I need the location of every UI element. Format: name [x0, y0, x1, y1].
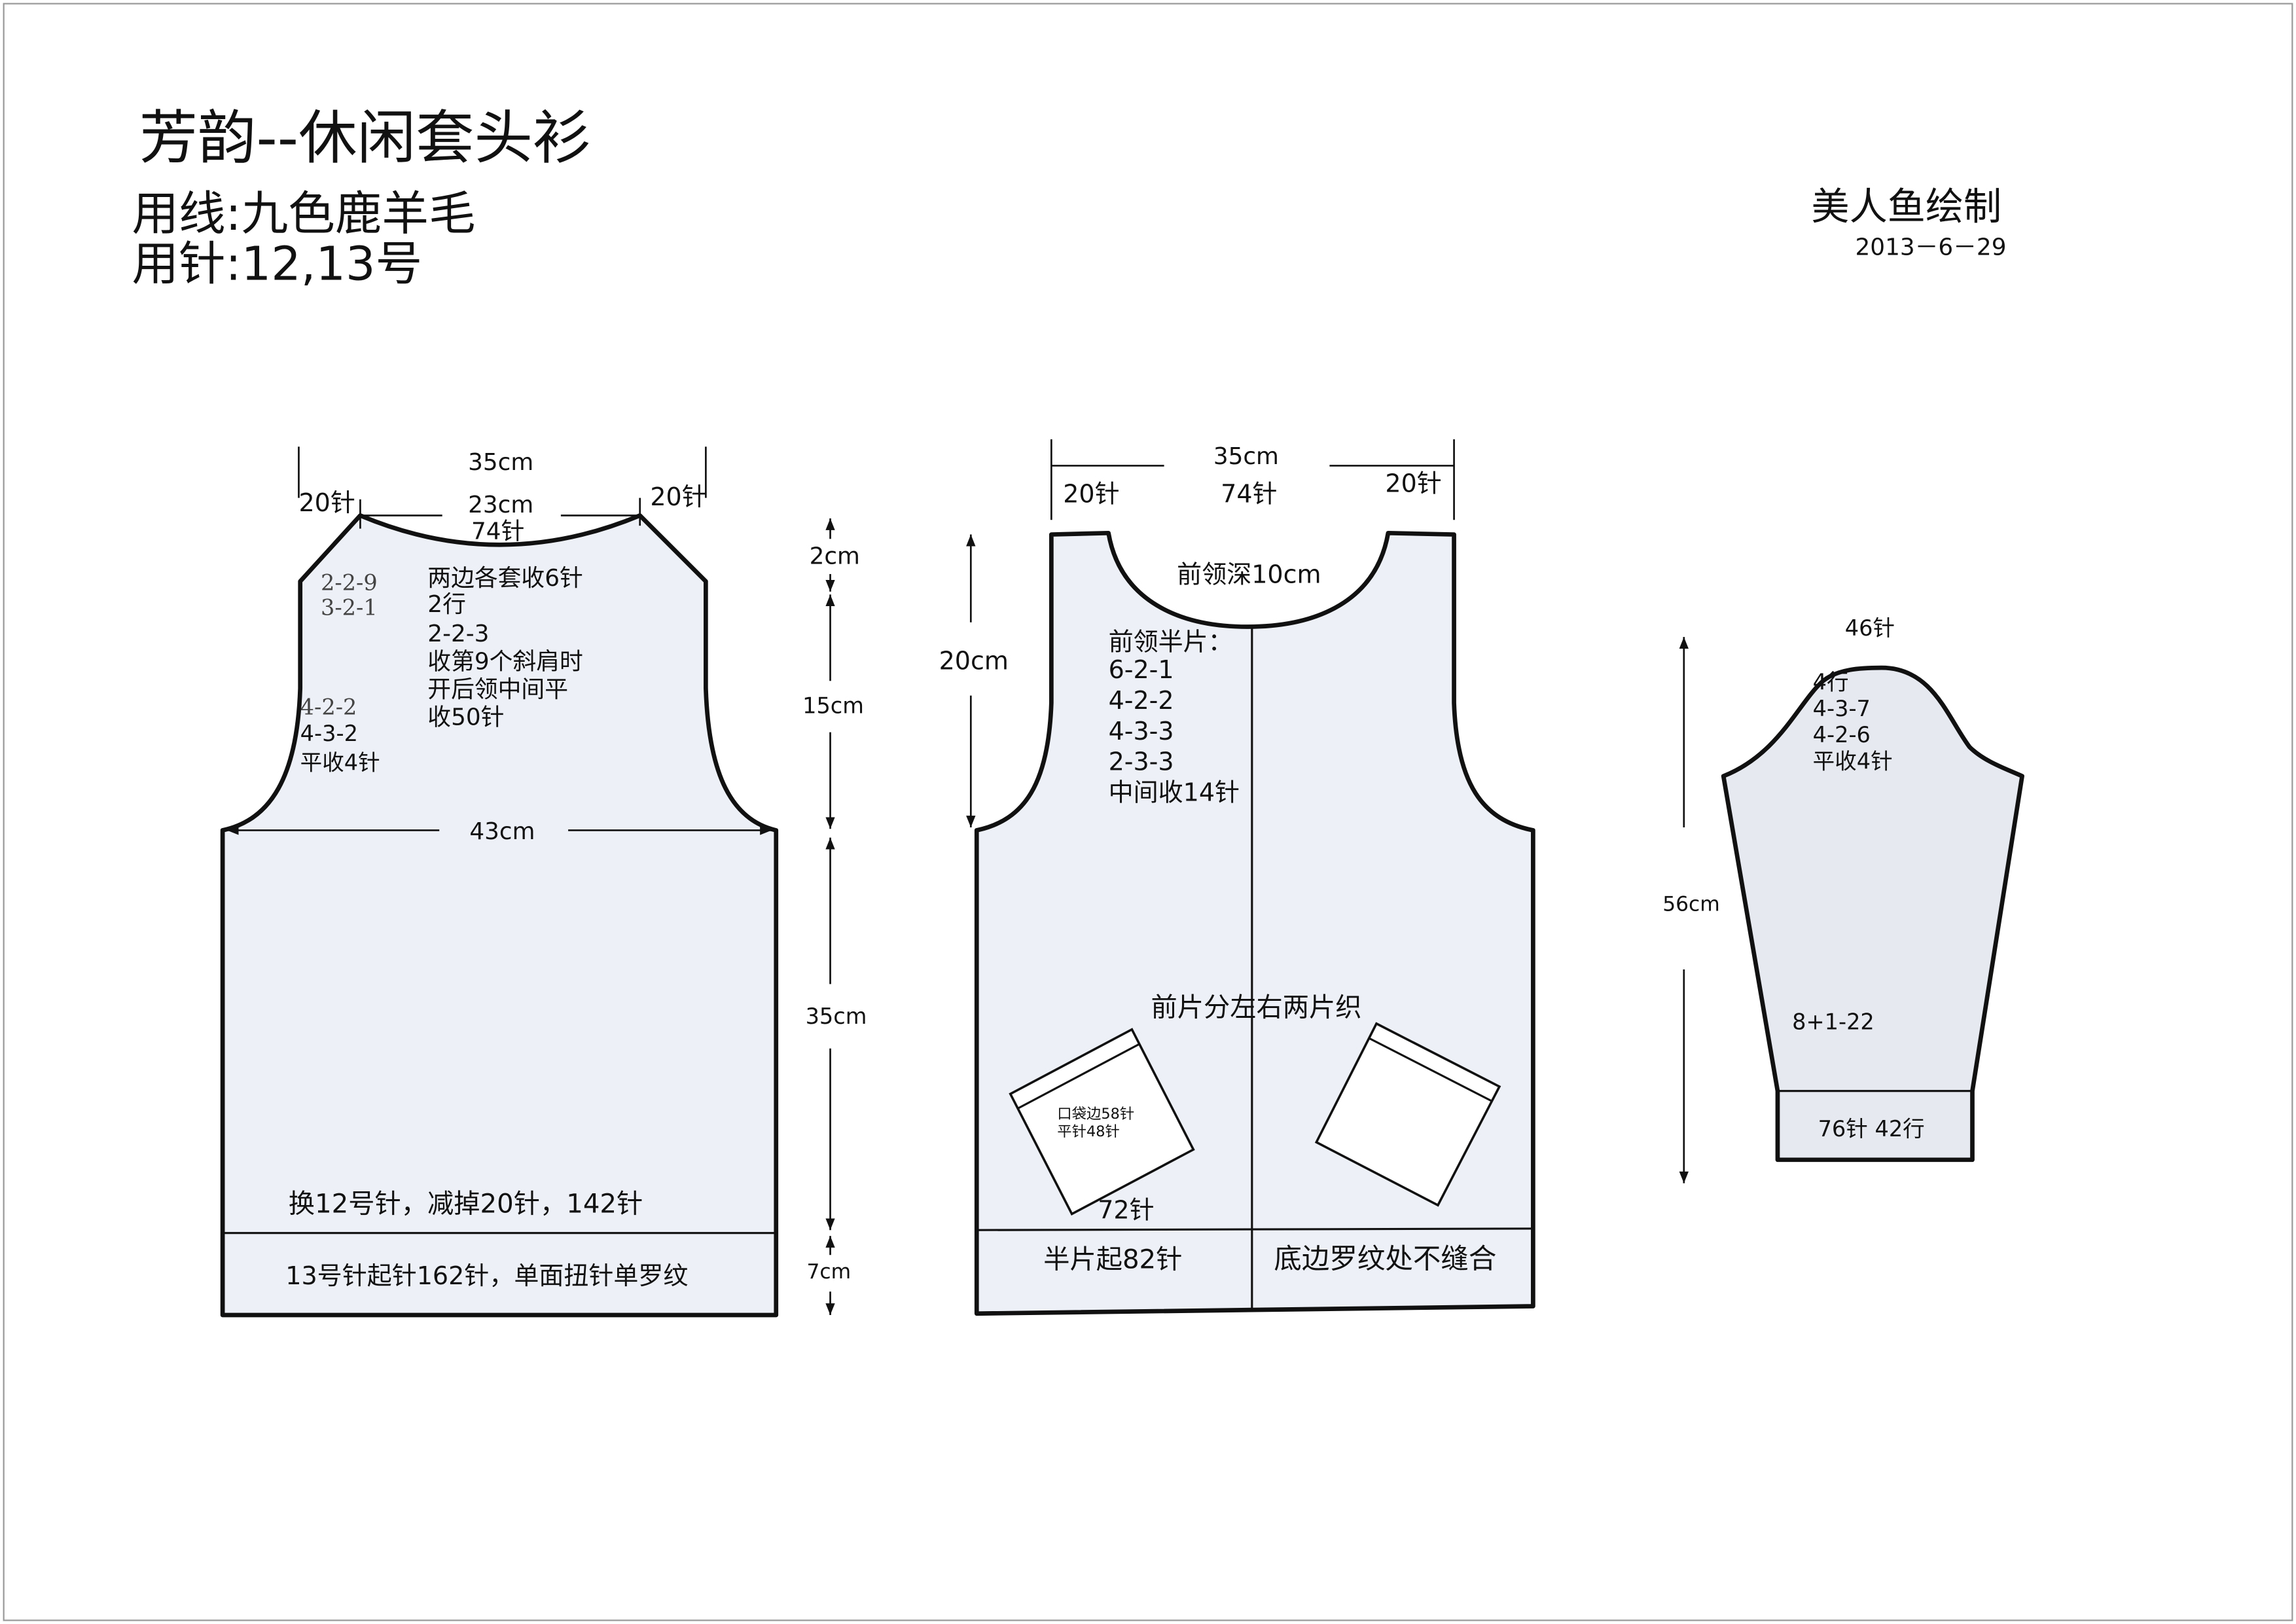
front-neck-step: 4-2-2 [1109, 686, 1174, 715]
page-border [3, 3, 2293, 1621]
back-height-body-label: 35cm [806, 1003, 867, 1029]
back-height-armhole-label: 15cm [802, 693, 864, 718]
author-credit: 美人鱼绘制 [1811, 185, 2001, 229]
front-shoulder-right-label: 20针 [1385, 469, 1441, 498]
front-neck-depth-label: 前领深10cm [1177, 560, 1321, 588]
front-half-cast-on-label: 半片起82针 [1043, 1244, 1182, 1274]
back-neck-note: 收第9个斜肩时 [427, 648, 583, 675]
back-neck-note: 开后领中间平 [427, 676, 568, 703]
front-shoulder-left-label: 20针 [1063, 479, 1119, 508]
back-neck-note: 2-2-3 [427, 621, 489, 647]
back-piece: 35cm 20针 20针 23cm 74针 2-2-9 3-2-1 两边各套收6… [220, 446, 867, 1318]
drawing-date: 2013－6－29 [1856, 234, 2007, 261]
front-pocket-body-label: 平针48针 [1057, 1123, 1120, 1140]
front-neck-stitches-label: 74针 [1221, 479, 1277, 508]
back-armhole-step: 4-2-2 [300, 695, 357, 720]
front-pocket-edge-label: 口袋边58针 [1057, 1106, 1134, 1123]
back-top-width-label: 35cm [468, 449, 533, 476]
front-pocket-left [1009, 1028, 1195, 1216]
sleeve-cap-step: 4行 [1813, 670, 1849, 695]
back-shoulder-step: 3-2-1 [321, 595, 378, 621]
front-piece-outline [974, 530, 1535, 1316]
front-pocket-stitches-label: 72针 [1098, 1195, 1154, 1224]
pattern-title: 芳韵--休闲套头衫 [139, 105, 592, 173]
front-top-width-label: 35cm [1213, 443, 1279, 470]
front-neck-half-title: 前领半片： [1109, 627, 1233, 656]
back-neck-stitches-label: 74针 [471, 518, 524, 545]
front-neck-step: 2-3-3 [1109, 748, 1174, 776]
yarn-info: 用线:九色鹿羊毛 [132, 187, 475, 241]
front-pocket-left-band [1017, 1043, 1140, 1110]
sleeve-cap-stitches-label: 46针 [1845, 615, 1895, 641]
needle-info: 用针:12,13号 [132, 236, 422, 291]
back-neck-note: 两边各套收6针 [427, 565, 583, 592]
back-height-neck-label: 2cm [810, 543, 860, 569]
sleeve-cuff-label: 76针 42行 [1818, 1116, 1925, 1142]
sleeve-cap-step: 4-3-7 [1813, 696, 1871, 721]
back-armhole-step: 平收4针 [300, 750, 380, 776]
back-height-ribbing-label: 7cm [806, 1260, 851, 1284]
back-shoulder-right-label: 20针 [650, 482, 706, 511]
back-shoulder-left-label: 20针 [298, 488, 355, 517]
back-chest-width-label: 43cm [469, 818, 535, 845]
front-neck-step: 6-2-1 [1109, 655, 1174, 684]
sleeve-length-label: 56cm [1662, 893, 1720, 916]
sleeve-outline [1721, 665, 2024, 1163]
front-ribbing-line [977, 1227, 1534, 1231]
front-piece: 35cm 20针 74针 20针 20cm 前领深10cm 前领半片： 6-2-… [939, 439, 1535, 1316]
front-neck-step: 4-3-3 [1109, 717, 1174, 746]
front-split-note: 前片分左右两片织 [1151, 993, 1362, 1023]
back-shoulder-step: 2-2-9 [321, 570, 378, 596]
sleeve-cap-step: 4-2-6 [1813, 722, 1871, 748]
back-neck-note: 2行 [427, 591, 466, 618]
front-neck-step: 中间收14针 [1109, 778, 1240, 807]
front-armhole-height-label: 20cm [939, 646, 1009, 675]
sleeve-cap-step: 平收4针 [1813, 749, 1893, 774]
back-neck-note: 收50针 [427, 704, 504, 731]
front-ribbing-note: 底边罗纹处不缝合 [1274, 1243, 1496, 1275]
front-pocket-right-band [1369, 1037, 1493, 1102]
back-body-note: 换12号针，减掉20针，142针 [289, 1189, 643, 1219]
back-armhole-step: 4-3-2 [300, 721, 358, 746]
sleeve-increase-label: 8+1-22 [1792, 1009, 1874, 1035]
back-ribbing-note: 13号针起针162针，单面扭针单罗纹 [285, 1261, 688, 1290]
back-piece-outline [220, 513, 779, 1318]
front-pocket-right [1314, 1022, 1501, 1207]
sleeve-piece: 46针 4行 4-3-7 4-2-6 平收4针 56cm 8+1-22 76针 … [1662, 615, 2024, 1183]
back-neck-width-label: 23cm [468, 492, 533, 518]
